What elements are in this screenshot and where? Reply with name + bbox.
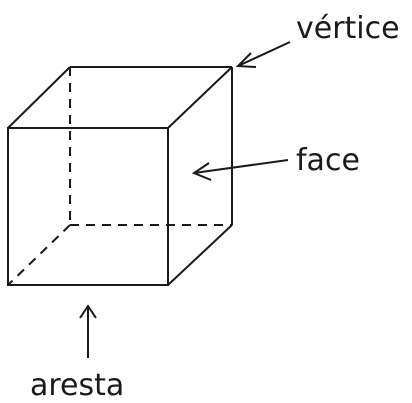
edge-label: aresta	[30, 368, 124, 403]
hidden-edge-bottom-left-depth	[7, 224, 71, 286]
face-arrow	[191, 159, 289, 181]
face-label: face	[296, 143, 360, 178]
edge-arrow	[79, 304, 97, 358]
edge-top-left-depth	[7, 66, 71, 129]
edge-top-right-depth	[167, 66, 233, 129]
cube-front-face	[7, 127, 169, 286]
vertex-label: vértice	[296, 11, 400, 46]
edge-bottom-right-depth	[167, 224, 233, 286]
vertex-arrow	[235, 41, 291, 68]
